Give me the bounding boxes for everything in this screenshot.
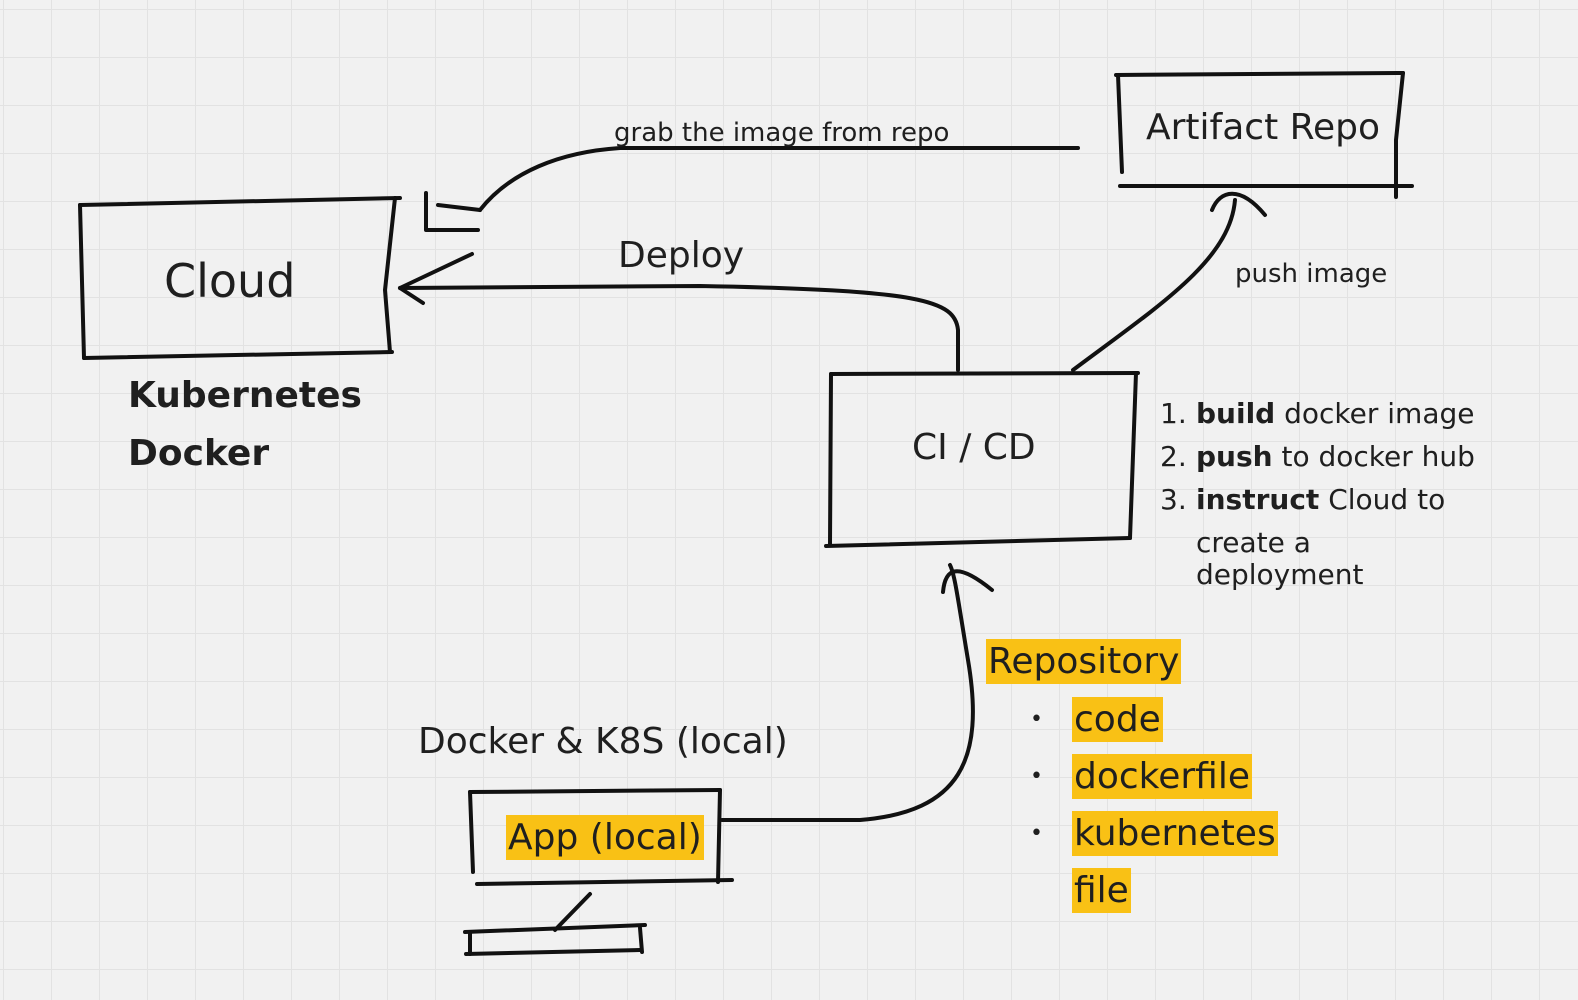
local-computer-icon (463, 788, 734, 956)
edge-grab-image (424, 146, 1080, 232)
step-text: Cloud to (1328, 483, 1446, 516)
repository-title: Repository (986, 639, 1182, 684)
local-app-label-text: App (local) (506, 815, 704, 860)
edge-deploy-label: Deploy (618, 235, 745, 276)
bullet-icon: • (1030, 821, 1043, 846)
artifact-repo-box (1114, 71, 1414, 199)
edge-grab-label: grab the image from repo (614, 118, 950, 148)
list-item: • code (1022, 695, 1278, 752)
edge-deploy (398, 252, 960, 372)
edge-push-image (1071, 191, 1267, 372)
step-text-continued: create a deployment (1196, 526, 1364, 591)
local-app-label: App (local) (506, 815, 704, 860)
cicd-box (824, 371, 1140, 548)
step-verb: instruct (1196, 483, 1320, 516)
cloud-label: Cloud (164, 254, 296, 308)
list-item-text: dockerfile (1072, 754, 1253, 799)
cicd-step: 2. push to docker hub (1160, 441, 1475, 484)
list-item: • dockerfile (1022, 752, 1278, 809)
cloud-tech-docker: Docker (128, 433, 270, 474)
edge-push-label: push image (1235, 259, 1388, 289)
step-number: 1. (1160, 397, 1187, 430)
repository-items: • code • dockerfile • kubernetes file (1022, 695, 1278, 923)
cicd-steps-list: 1. build docker image 2. push to docker … (1160, 398, 1475, 591)
edge-app-to-cicd (720, 563, 994, 822)
local-env-label: Docker & K8S (local) (418, 721, 788, 762)
step-number: 2. (1160, 440, 1187, 473)
step-verb: build (1196, 397, 1276, 430)
list-item-text: code (1072, 697, 1163, 742)
list-item-text: file (1072, 868, 1131, 913)
step-number: 3. (1160, 483, 1187, 516)
list-item: file (1022, 866, 1278, 923)
step-text: to docker hub (1281, 440, 1475, 473)
artifact-repo-label: Artifact Repo (1146, 107, 1381, 148)
repository-title-text: Repository (986, 639, 1182, 684)
step-verb: push (1196, 440, 1273, 473)
cicd-step: 3. instruct Cloud to create a deployment (1160, 483, 1475, 591)
bullet-icon: • (1030, 764, 1043, 789)
list-item-text: kubernetes (1072, 811, 1278, 856)
cicd-step: 1. build docker image (1160, 398, 1475, 441)
cloud-box (78, 196, 402, 360)
list-item: • kubernetes (1022, 809, 1278, 866)
bullet-icon: • (1030, 707, 1043, 732)
cicd-label: CI / CD (912, 427, 1036, 468)
step-text: docker image (1284, 397, 1475, 430)
cloud-tech-kubernetes: Kubernetes (128, 375, 362, 416)
